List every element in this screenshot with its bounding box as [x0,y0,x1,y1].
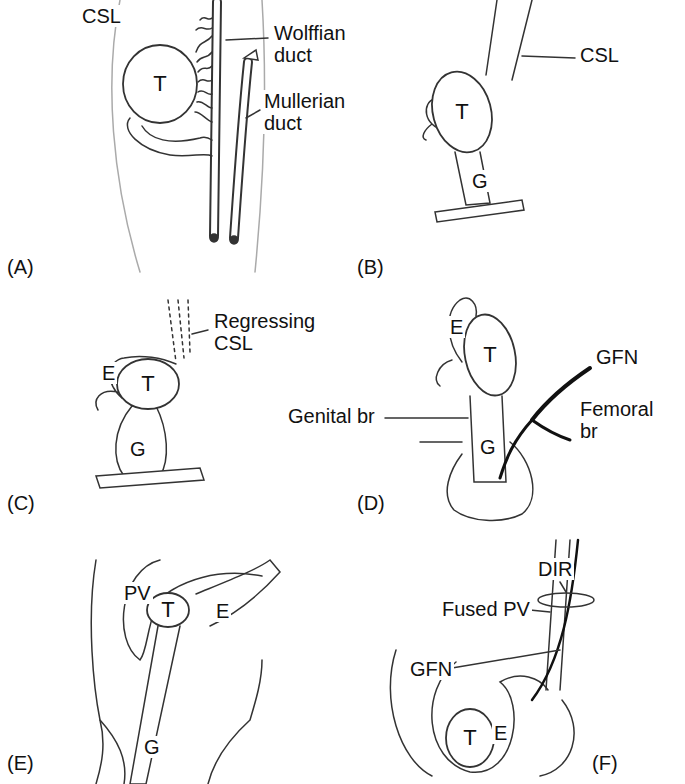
gubernaculum [130,626,180,784]
leader-line [522,56,575,58]
part-label: G [128,438,148,460]
duct-end [210,234,218,242]
duct-end [230,236,238,244]
part-label: Femoral br [578,398,658,442]
mullerian-duct [234,62,248,238]
part-label: E [492,722,509,744]
wolffian-duct [214,2,217,236]
testis-shape [457,310,523,401]
part-label: Genital br [286,405,377,427]
leader-line [530,610,550,612]
part-label: G [142,736,162,758]
wolffian-duct-lumen [214,2,217,236]
organ-label: T [445,708,495,768]
part-label: (C) [5,492,37,514]
epididymis [196,560,280,626]
part-label: PV [122,582,153,604]
part-label: (D) [355,492,387,514]
part-label: (B) [355,256,386,278]
testis-shape [446,709,494,767]
testis: T [432,70,492,154]
leader-line [452,650,560,668]
leader-line [192,330,208,334]
femoral-branch [532,420,570,440]
gonadal-ridge [112,0,140,272]
cranial-suspensory-ligament [486,0,532,80]
testis: T [116,358,180,410]
deep-inguinal-ring [538,593,594,607]
organ-label: T [432,70,492,154]
part-label: G [478,436,498,458]
part-label: E [100,362,117,384]
regressing-csl [168,300,190,362]
body-wall [435,200,524,222]
body-wall [96,468,204,488]
part-label: CSL [80,5,123,27]
scrotal-swelling [420,442,533,520]
scrotum [390,650,574,776]
gonadal-ridge [255,0,264,272]
genitofemoral-nerve [532,540,578,700]
organ-label: T [464,313,516,397]
testis-shape [147,593,189,627]
testis-shape [123,45,197,123]
organ-label: T [122,44,198,124]
part-label: E [214,600,231,622]
gubernaculum [470,396,506,482]
gubernaculum [116,406,167,476]
part-label: GFN [408,658,454,680]
part-label: Mullerian duct [262,90,370,134]
part-label: (E) [5,752,36,774]
part-label: (A) [5,256,36,278]
part-label: GFN [594,346,640,368]
genital-branch [500,420,532,478]
part-label: Fused PV [440,598,532,620]
part-label: Wolffian duct [272,22,368,66]
leader-line [246,110,260,118]
gubernaculum [455,152,490,205]
leader-line [560,582,566,592]
testis-shape [117,359,179,409]
testis: T [464,313,516,397]
organ-label: T [116,358,180,410]
testis: T [122,44,198,124]
mullerian-duct-lumen [234,62,248,238]
leader-line [226,38,268,40]
part-label: G [470,170,490,192]
part-label: DIR [536,558,574,580]
mullerian-funnel [244,50,258,60]
leader-line [385,417,468,419]
part-label: (F) [590,752,620,774]
part-label: CSL [578,44,621,66]
abdominal-wall [91,560,103,784]
part-label: E [448,316,465,338]
testis: T [445,708,495,768]
part-label: Regressing CSL [212,310,328,354]
inguinal-canal [100,660,262,784]
testis-shape [423,65,500,159]
